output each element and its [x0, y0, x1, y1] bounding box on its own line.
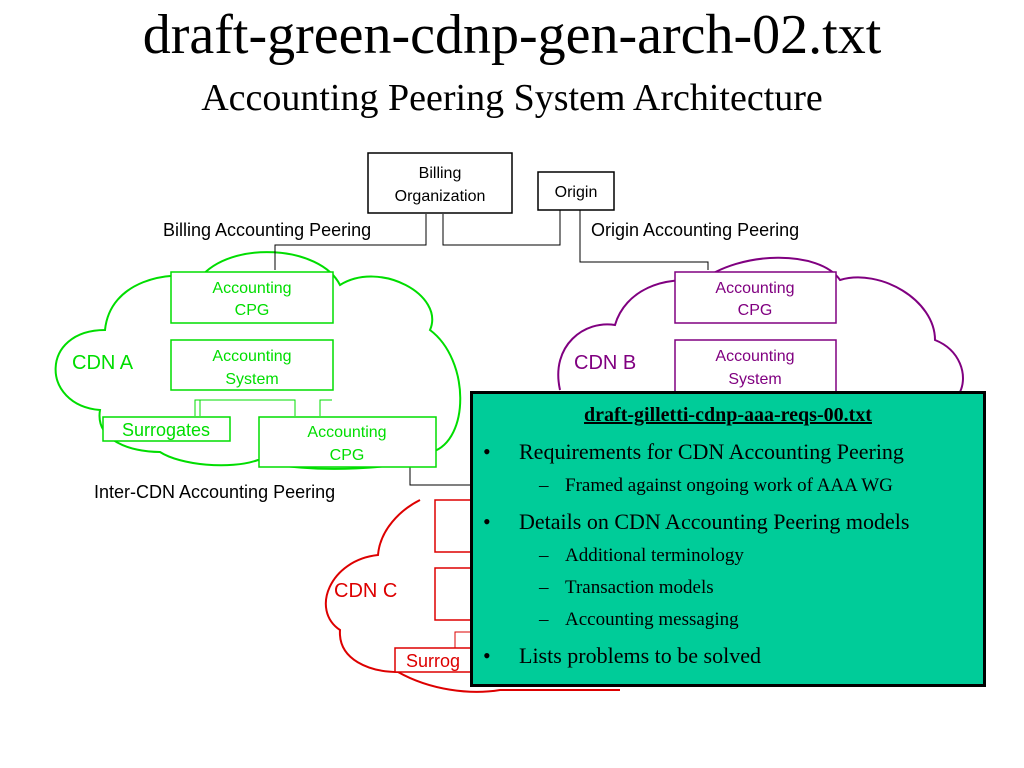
cdn-a-lower-cpg-label-1: Accounting [307, 424, 386, 441]
billing-organization-box [367, 152, 513, 214]
cdn-a-accounting-cpg-box [170, 271, 334, 324]
callout-list: • Requirements for CDN Accounting Peering… [473, 439, 983, 669]
callout-title: draft-gilletti-cdnp-aaa-reqs-00.txt [584, 404, 872, 426]
dash-icon: – [539, 545, 549, 566]
list-sub-item-text: Framed against ongoing work of AAA WG [565, 475, 893, 496]
bullet-icon: • [483, 509, 491, 534]
bullet-icon: • [483, 643, 491, 668]
cdn-a-label: CDN A [72, 352, 134, 374]
billing-organization-label-2: Organization [395, 188, 486, 205]
list-sub-item: –Framed against ongoing work of AAA WG [473, 475, 983, 497]
dash-icon: – [539, 475, 549, 496]
inter-cdn-accounting-peering-label: Inter-CDN Accounting Peering [94, 482, 335, 502]
list-item: • Details on CDN Accounting Peering model… [473, 509, 983, 535]
cdn-b-accounting-system-box [674, 339, 837, 393]
billing-accounting-peering-label: Billing Accounting Peering [163, 220, 371, 240]
list-sub-item-text: Transaction models [565, 577, 714, 598]
cdn-c-surrogates-label: Surrog [406, 651, 460, 671]
bullet-icon: • [483, 439, 491, 464]
list-item: • Lists problems to be solved [473, 643, 983, 669]
origin-accounting-peering-label: Origin Accounting Peering [591, 220, 799, 240]
cdn-a-lower-cpg-box [258, 416, 437, 468]
list-item-text: Details on CDN Accounting Peering models [519, 509, 910, 534]
billing-organization-label-1: Billing [419, 165, 462, 182]
cdn-b-cloud [557, 256, 964, 393]
list-sub-item: –Additional terminology [473, 545, 983, 567]
dash-icon: – [539, 577, 549, 598]
cdn-a-lower-cpg-label-2: CPG [330, 447, 365, 464]
cdn-a-accounting-system-label-1: Accounting [212, 348, 291, 365]
list-item-text: Requirements for CDN Accounting Peering [519, 439, 904, 464]
cdn-a-accounting-system-box [170, 339, 334, 391]
cdn-a-surrogates-label: Surrogates [122, 420, 210, 440]
list-item: • Requirements for CDN Accounting Peering [473, 439, 983, 465]
cdn-b-accounting-cpg-label-2: CPG [738, 302, 773, 319]
list-sub-item-text: Accounting messaging [565, 609, 739, 630]
dash-icon: – [539, 609, 549, 630]
slide-subtitle: Accounting Peering System Architecture [201, 77, 823, 119]
cdn-a-cloud [54, 251, 462, 470]
slide-title: draft-green-cdnp-gen-arch-02.txt [142, 4, 882, 66]
connector-lines [274, 210, 709, 486]
cdn-b-accounting-system-label-1: Accounting [715, 348, 794, 365]
cdn-a-surrogates-box [102, 416, 231, 442]
cdn-b-accounting-cpg-label-1: Accounting [715, 280, 794, 297]
cdn-b-label: CDN B [574, 352, 636, 374]
cdn-a-accounting-cpg-label-2: CPG [235, 302, 270, 319]
list-sub-item: –Transaction models [473, 577, 983, 599]
cdn-c-label: CDN C [334, 580, 397, 602]
origin-box [537, 171, 615, 211]
cdn-c-cloud [324, 499, 620, 693]
cdn-c-internal-lines [454, 631, 475, 648]
cdn-a-accounting-system-label-2: System [225, 371, 278, 388]
list-sub-item-text: Additional terminology [565, 545, 744, 566]
list-item-text: Lists problems to be solved [519, 643, 761, 668]
cdn-b-accounting-cpg-box [674, 271, 837, 324]
list-sub-item: –Accounting messaging [473, 609, 983, 631]
origin-label: Origin [555, 184, 598, 201]
cdn-a-internal-lines [194, 399, 332, 416]
cdn-a-accounting-cpg-label-1: Accounting [212, 280, 291, 297]
cdn-b-accounting-system-label-2: System [728, 371, 781, 388]
callout-box: draft-gilletti-cdnp-aaa-reqs-00.txt • Req… [470, 391, 986, 687]
